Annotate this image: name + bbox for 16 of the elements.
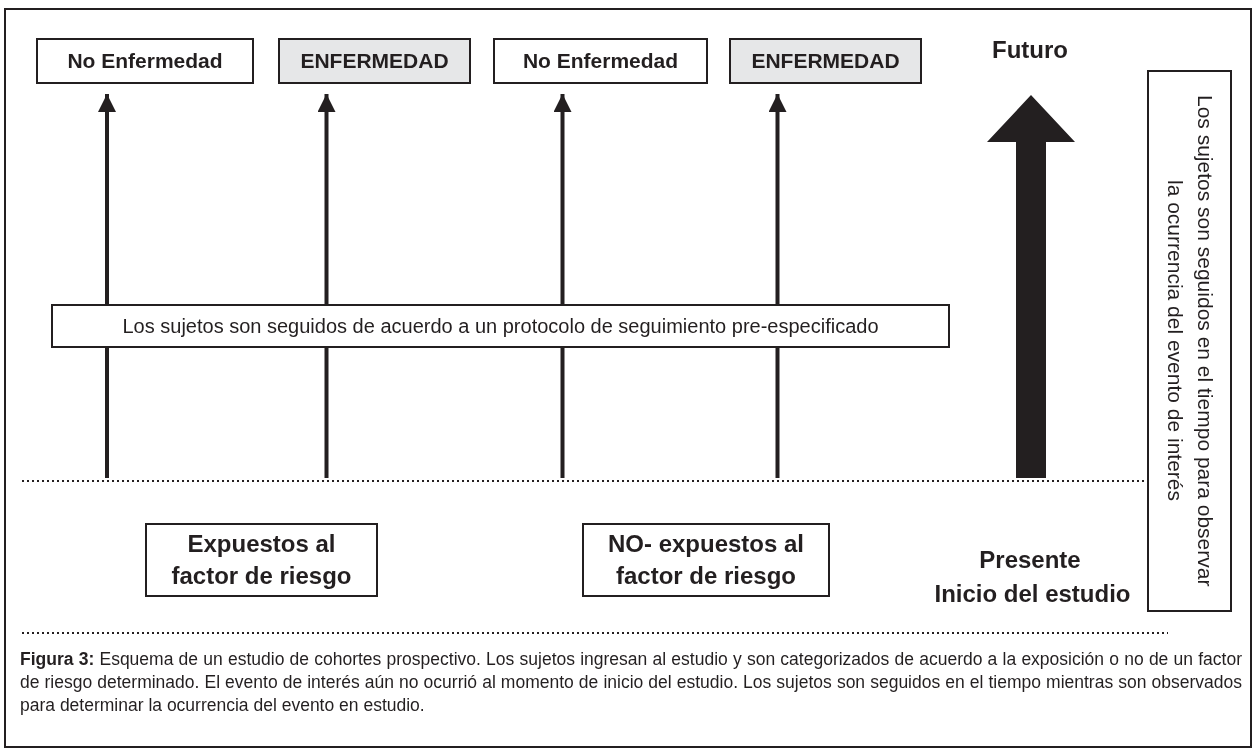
figure-caption: Figura 3: Esquema de un estudio de cohortes prospectivo. Los sujetos ingresan al estudio y son categorizados de acuerdo a la exposición o no de un factor de riesgo determinado. El evento de interés aún no ocurrió al momento de inicio del estudio. Los sujetos son seguidos en el tiempo mientras son observados para determinar la ocurrencia del evento en estudio. <box>20 648 1242 717</box>
time-label: Presente <box>978 546 1082 574</box>
time-label: Futuro <box>991 36 1069 64</box>
protocol-box: Los sujetos son seguidos de acuerdo a un protocolo de seguimiento pre-especificado <box>51 304 950 348</box>
cohort-box: Expuestos al factor de riesgo <box>145 523 378 597</box>
cohort-box: NO- expuestos al factor de riesgo <box>582 523 830 597</box>
outcome-box: ENFERMEDAD <box>729 38 922 84</box>
arrow <box>553 94 572 478</box>
arrow <box>768 94 787 478</box>
outcome-box: ENFERMEDAD <box>278 38 471 84</box>
follow-up-box: Los sujetos son seguidos en el tiempo para observar la ocurrencia del evento de interés <box>1147 70 1232 612</box>
arrow <box>98 94 116 478</box>
outcome-box: No Enfermedad <box>493 38 708 84</box>
arrow <box>317 94 336 478</box>
outcome-box: No Enfermedad <box>36 38 254 84</box>
time-label: Inicio del estudio <box>933 580 1132 608</box>
